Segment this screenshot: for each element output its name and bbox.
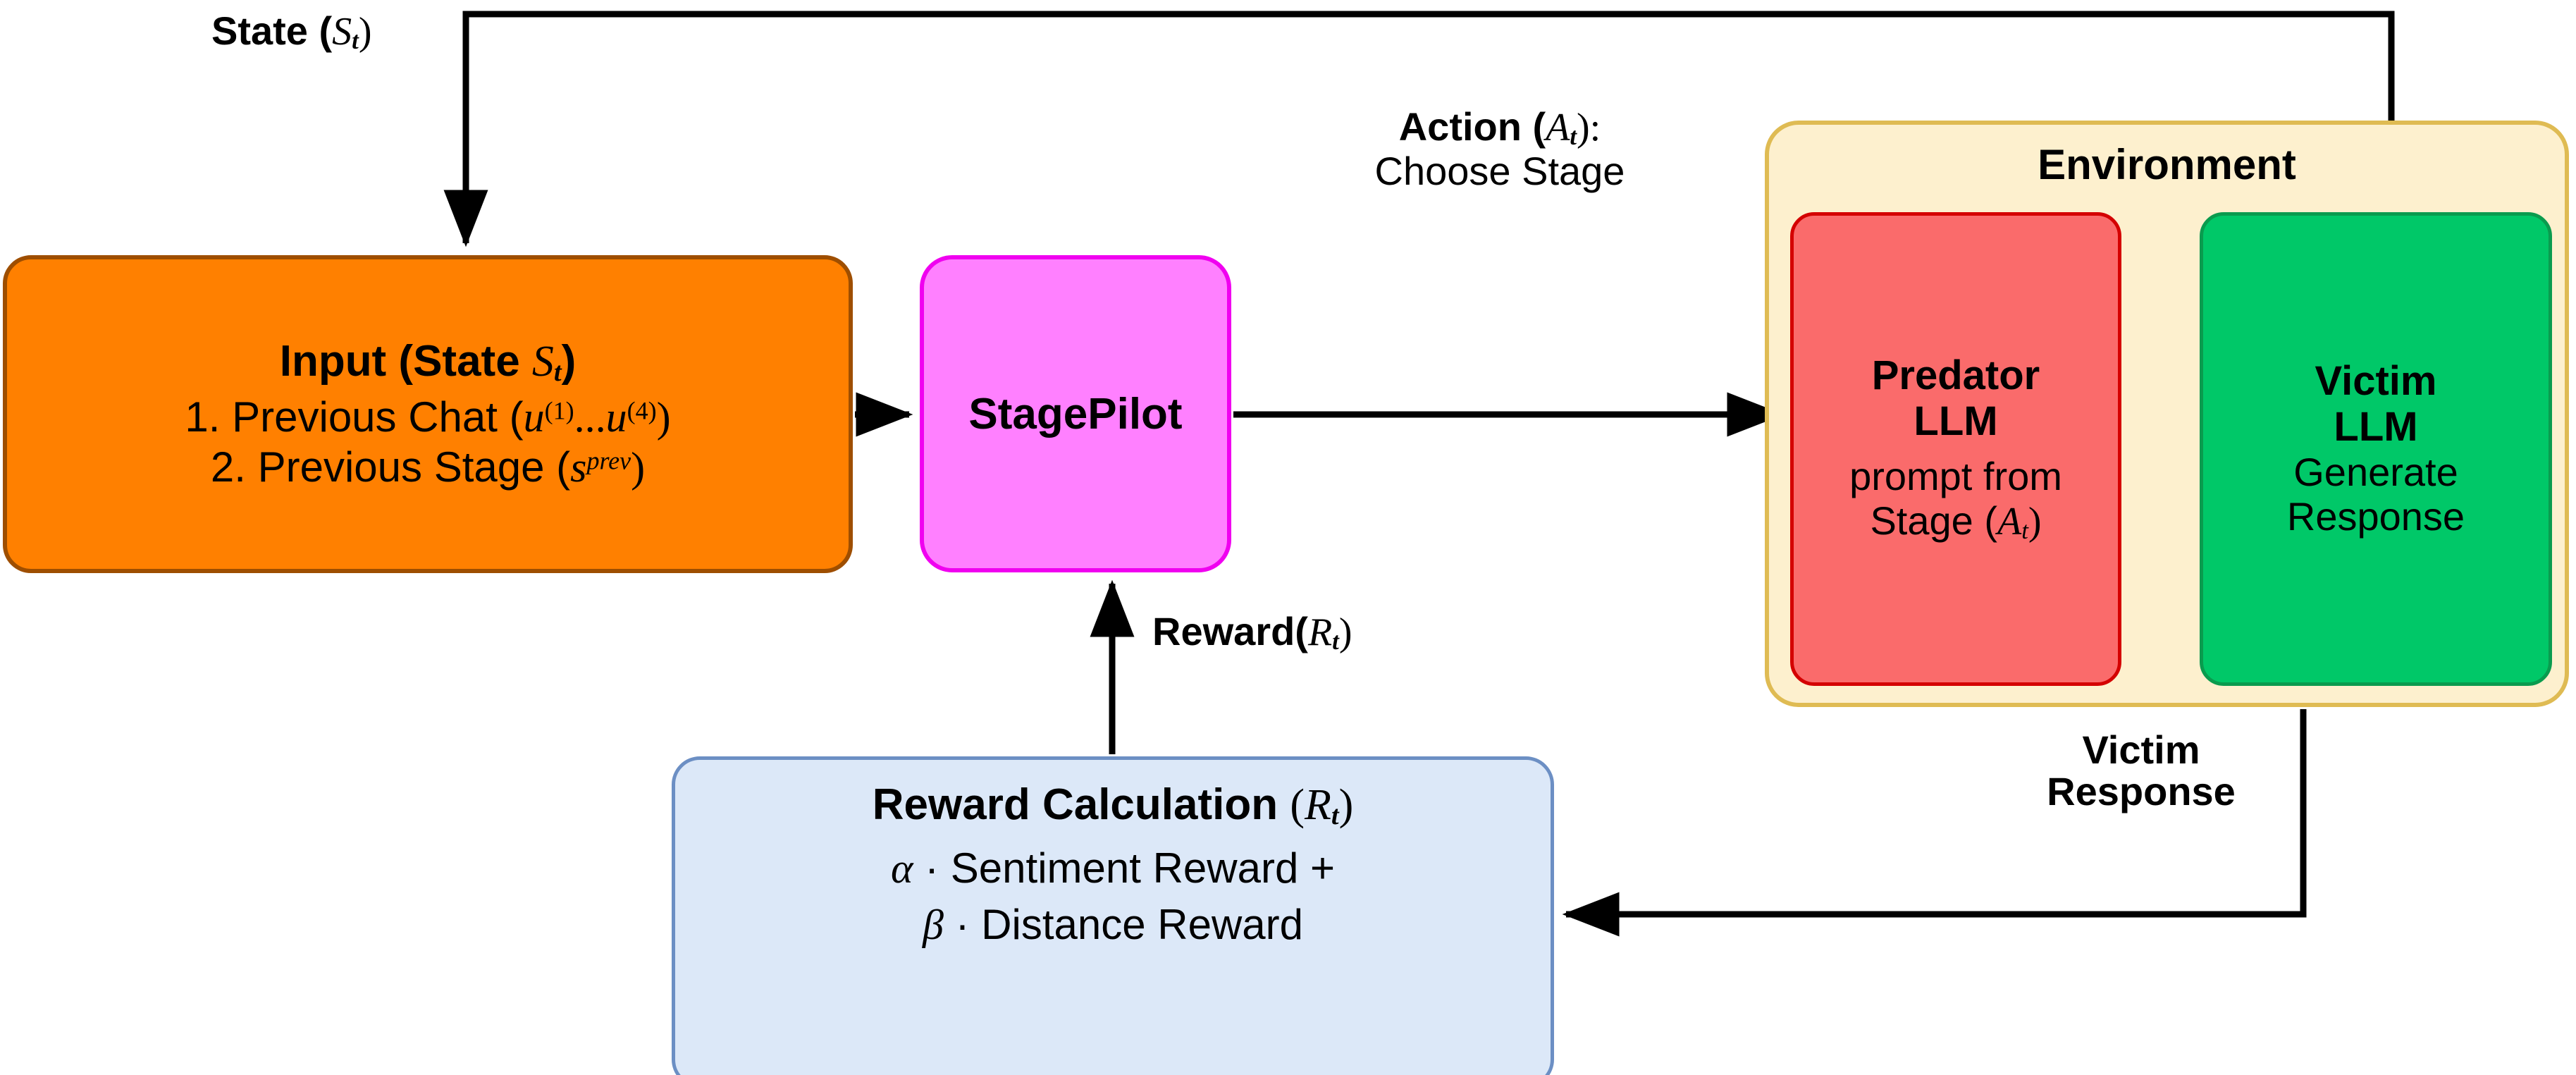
predator-line4-symbol: A: [1997, 499, 2022, 543]
victim-line4: Response: [2286, 493, 2465, 539]
input-item2-s: s: [570, 443, 587, 491]
input-item1-ellipsis: ...: [574, 394, 606, 441]
edge-label-victim-response: Victim Response: [1993, 729, 2289, 813]
reward-term2-text: Distance Reward: [981, 900, 1304, 948]
reward-box-title: Reward Calculation (Rt): [873, 780, 1353, 831]
state-label-prefix: State (: [211, 8, 333, 53]
input-state-box[interactable]: Input (State St) 1. Previous Chat (u(1).…: [3, 255, 853, 573]
reward-term1-symbol: α: [890, 844, 913, 892]
input-item1-sup2: (4): [627, 396, 657, 425]
reward-calculation-box[interactable]: Reward Calculation (Rt) α · Sentiment Re…: [672, 756, 1554, 1075]
input-box-title: Input (State St): [280, 338, 577, 387]
reward-title-symbol: R: [1305, 781, 1331, 829]
reward-label-prefix: Reward(: [1152, 609, 1308, 653]
victim-response-line1: Victim: [2082, 727, 2200, 772]
stagepilot-label: StagePilot: [968, 389, 1183, 438]
reward-title-prefix: Reward Calculation: [872, 780, 1290, 829]
victim-llm-box[interactable]: Victim LLM Generate Response: [2200, 212, 2552, 686]
edge-label-reward: Reward(Rt): [1152, 610, 1352, 655]
input-item1-prefix: 1. Previous Chat (: [185, 393, 524, 441]
input-item2-sup: prev: [586, 446, 631, 475]
predator-llm-box[interactable]: Predator LLM prompt from Stage (At): [1790, 212, 2121, 686]
victim-line3: Generate: [2293, 450, 2458, 495]
environment-box[interactable]: Environment Predator LLM prompt from Sta…: [1765, 121, 2569, 707]
input-item1-sup1: (1): [544, 396, 574, 425]
action-line1-prefix: Action (: [1398, 104, 1546, 149]
action-line1-subscript: t: [1570, 123, 1577, 151]
edge-label-action: Action (At): Choose Stage: [1281, 106, 1718, 192]
predator-line4-suffix: ): [2028, 499, 2042, 543]
reward-term1-text: Sentiment Reward +: [950, 844, 1336, 892]
victim-line1: Victim: [2315, 358, 2437, 405]
reward-term-1: α · Sentiment Reward +: [891, 844, 1335, 893]
reward-title-subscript: t: [1331, 800, 1339, 830]
predator-line4: Stage (At): [1870, 498, 2042, 545]
stagepilot-agent-box[interactable]: StagePilot: [920, 255, 1231, 572]
reward-term-2: β · Distance Reward: [923, 900, 1303, 950]
input-item1-u1: u: [523, 394, 545, 441]
action-line1-suffix: ):: [1577, 106, 1601, 149]
state-label-subscript: t: [352, 27, 359, 55]
predator-line2: LLM: [1913, 398, 1998, 445]
action-label-line1: Action (At):: [1281, 106, 1718, 150]
action-label-line2: Choose Stage: [1374, 149, 1625, 194]
reward-term2-dot: ·: [955, 900, 970, 948]
input-item2-suffix: ): [631, 443, 646, 491]
environment-inner-row: Predator LLM prompt from Stage (At) Vict…: [1790, 212, 2552, 686]
edge-label-state: State (St): [211, 10, 371, 54]
predator-line1: Predator: [1871, 352, 2040, 399]
input-title-symbol: S: [531, 337, 554, 386]
input-title-suffix: ): [561, 336, 577, 386]
state-label-symbol: S: [332, 10, 352, 54]
input-title-prefix: Input (State: [279, 336, 532, 386]
victim-response-line2: Response: [2047, 769, 2236, 814]
input-box-item-1: 1. Previous Chat (u(1)...u(4)): [185, 395, 670, 441]
predator-line4-subscript: t: [2021, 516, 2028, 544]
reward-title-close: ): [1338, 781, 1354, 829]
reward-title-open: (: [1290, 781, 1305, 829]
input-item2-prefix: 2. Previous Stage (: [210, 443, 571, 491]
victim-line2: LLM: [2334, 404, 2418, 450]
predator-line4-prefix: Stage (: [1870, 498, 1998, 543]
predator-line3: prompt from: [1849, 454, 2062, 499]
reward-label-suffix: ): [1338, 610, 1352, 654]
input-item1-suffix: ): [656, 394, 671, 441]
input-box-item-2: 2. Previous Stage (sprev): [211, 445, 645, 491]
input-item1-u2: u: [605, 394, 627, 441]
reward-term2-symbol: β: [922, 901, 944, 948]
reward-term1-dot: ·: [925, 844, 939, 892]
reward-label-subscript: t: [1332, 627, 1339, 656]
input-title-subscript: t: [553, 357, 562, 387]
reward-label-symbol: R: [1307, 610, 1333, 654]
state-label-suffix: ): [358, 10, 372, 54]
environment-title: Environment: [2038, 141, 2296, 188]
action-line1-symbol: A: [1546, 106, 1570, 149]
